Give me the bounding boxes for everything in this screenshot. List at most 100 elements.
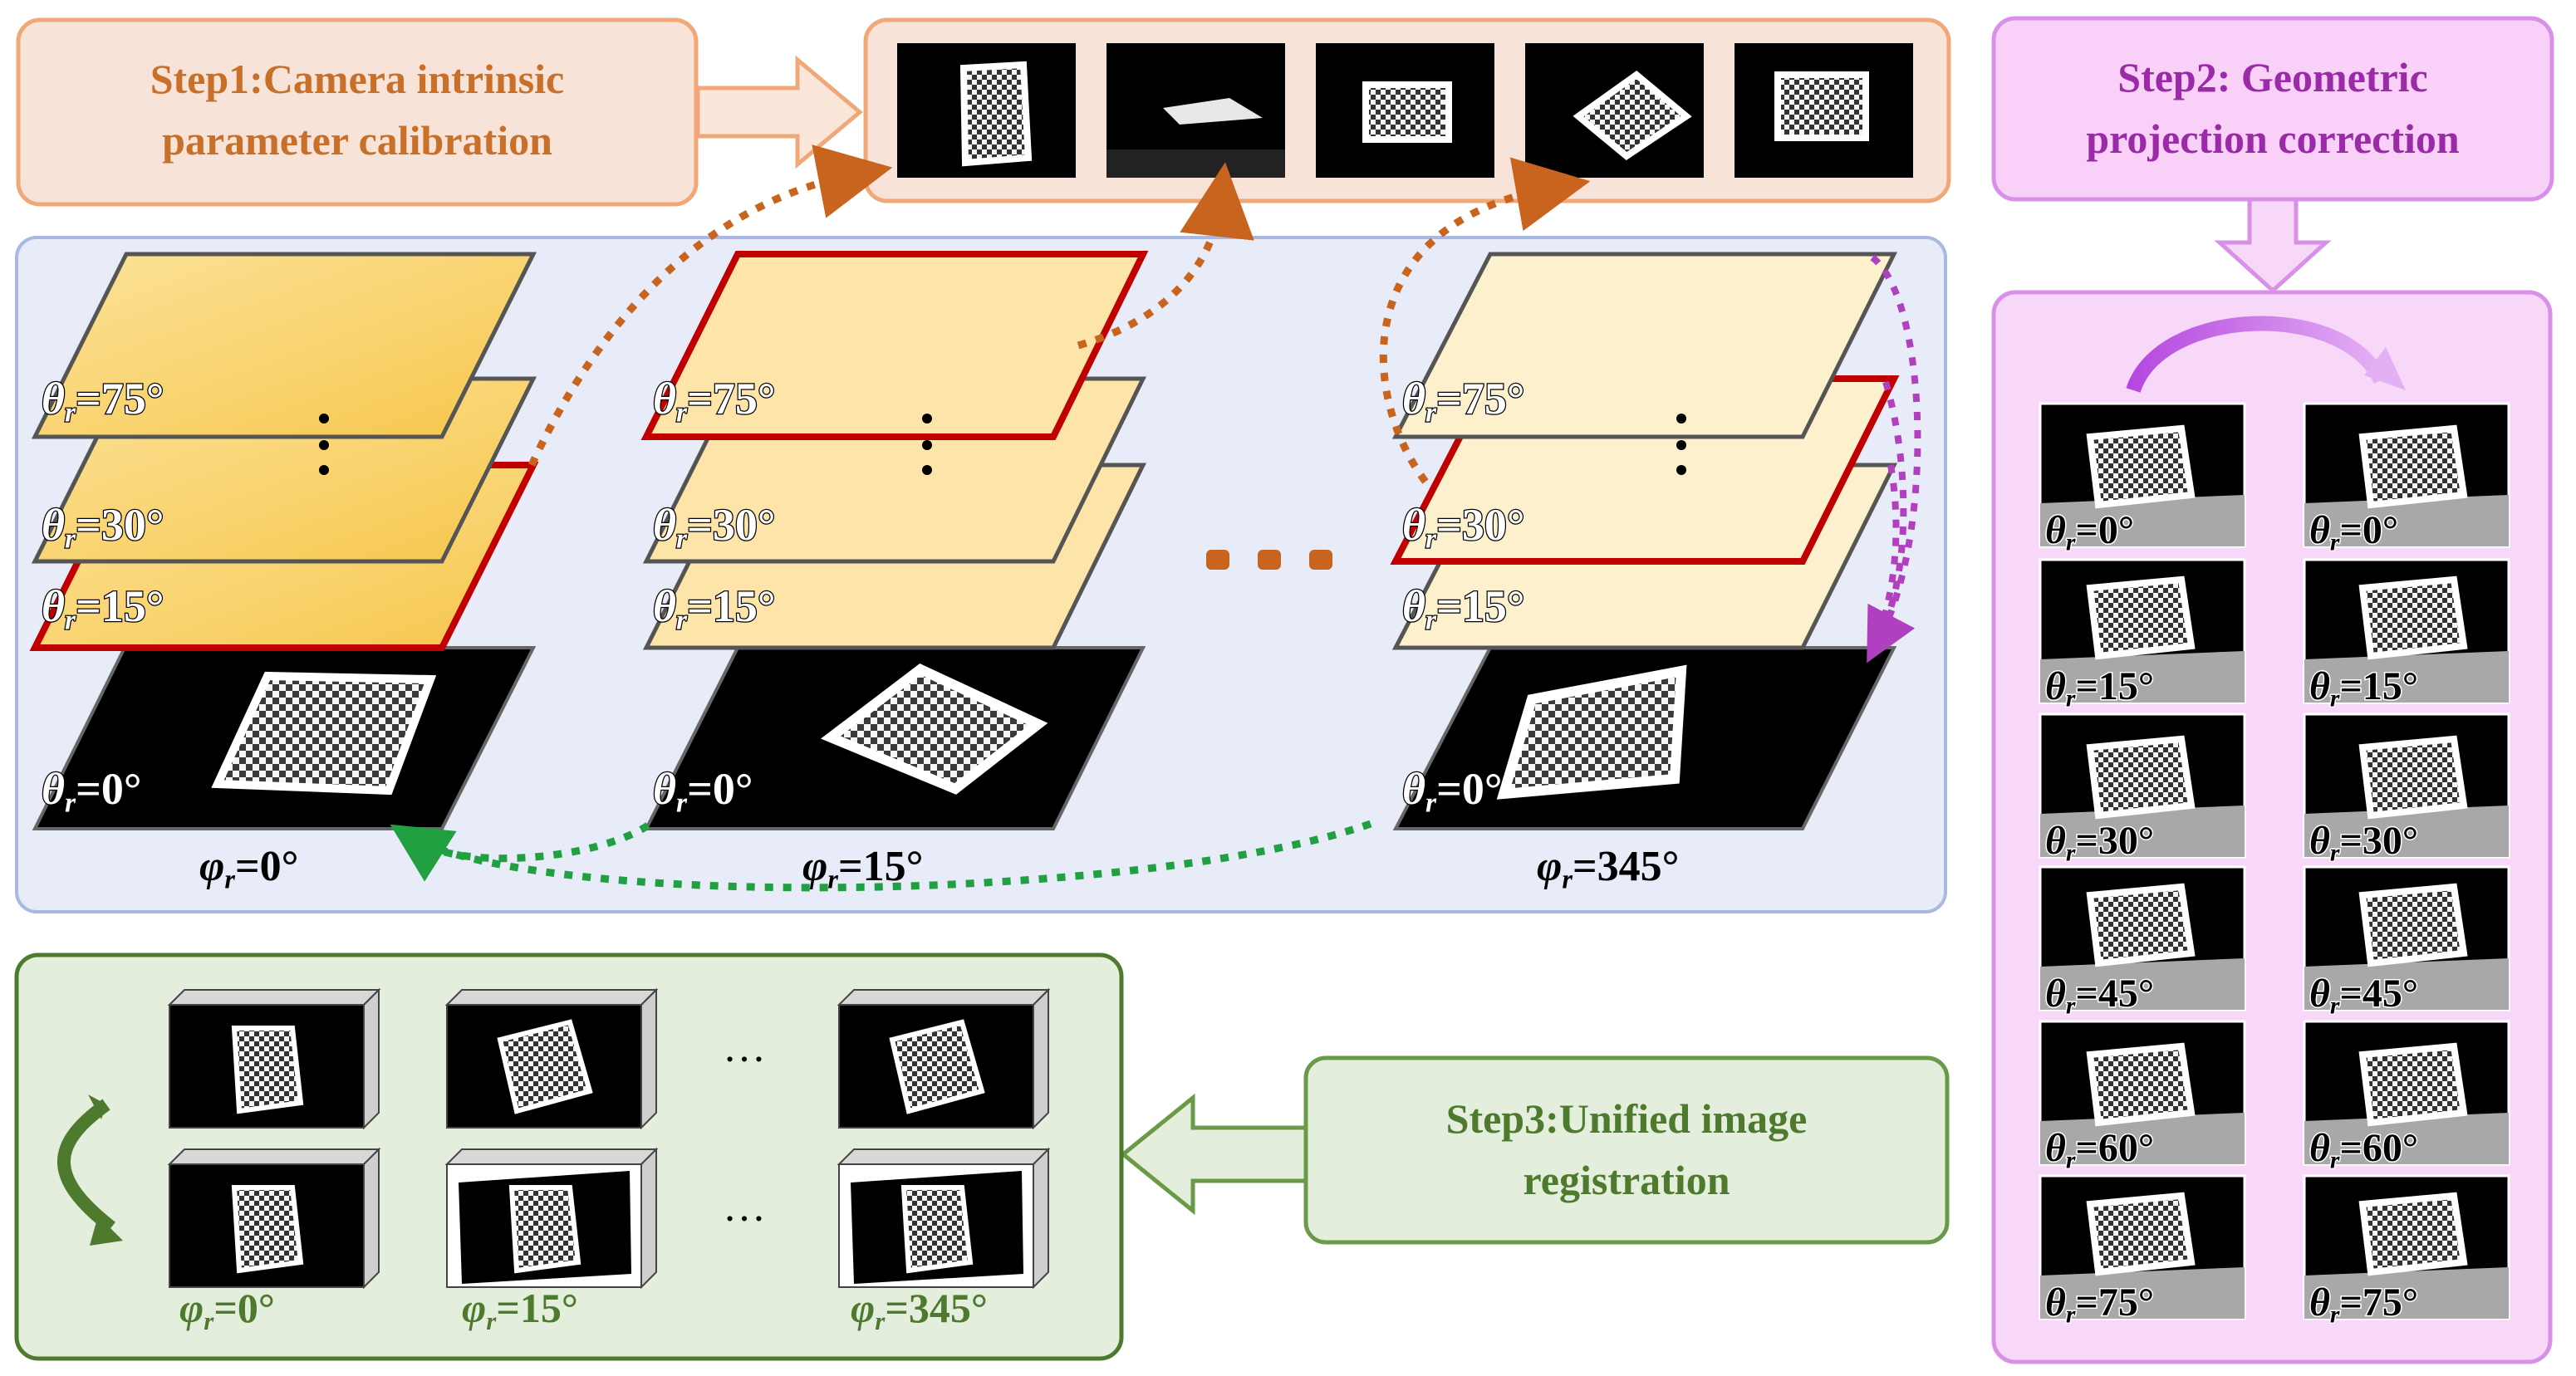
corrected-label-1-4: θr=60° bbox=[2309, 1126, 2418, 1174]
phi-label-0-value: =0° bbox=[235, 843, 298, 890]
corrected-label-0-5-value: =75° bbox=[2076, 1281, 2155, 1325]
corrected-label-0-0-value: =0° bbox=[2076, 508, 2135, 552]
registration-cube-1-2 bbox=[837, 1147, 1051, 1290]
stack-2-layer-1-label-symbol: θ bbox=[1402, 500, 1425, 550]
stack-2-layer-1-label-value: =30° bbox=[1436, 500, 1524, 550]
stack-2-layer-0-label-value: =75° bbox=[1436, 374, 1524, 424]
correction-image-grid: θr=0°θr=0°θr=15°θr=15°θr=30°θr=30°θr=45°… bbox=[2039, 402, 2510, 1329]
stack-2-layer-1-label-subscript: r bbox=[1425, 524, 1437, 555]
corrected-label-0-1-subscript: r bbox=[2066, 685, 2076, 712]
stack-2-layer-2-label: θr=15° bbox=[1402, 581, 1524, 636]
step1-title-line2: parameter calibration bbox=[162, 117, 552, 164]
corrected-label-1-4-symbol: θ bbox=[2309, 1126, 2330, 1170]
corrected-label-1-5-subscript: r bbox=[2330, 1301, 2340, 1329]
stack-1-layer-3-label: θr=0° bbox=[653, 764, 753, 819]
corrected-label-1-0-symbol: θ bbox=[2309, 508, 2330, 552]
corrected-label-1-5: θr=75° bbox=[2309, 1281, 2418, 1329]
step2-box: Step2: Geometric projection correction bbox=[1991, 16, 2554, 202]
corrected-label-0-0: θr=0° bbox=[2045, 508, 2134, 556]
phi-labels: φr=0°φr=15°φr=345° bbox=[199, 843, 1679, 894]
corrected-image-raw-3 bbox=[2039, 865, 2246, 1011]
corrected-label-1-3-subscript: r bbox=[2330, 992, 2340, 1020]
stack-0-layer-1-label-symbol: θ bbox=[42, 500, 65, 550]
stack-phi-15 bbox=[640, 251, 1149, 830]
green-dotted-arrows bbox=[390, 820, 1372, 892]
corrected-label-0-5-symbol: θ bbox=[2045, 1281, 2066, 1325]
stack-2-layer-1-label: θr=30° bbox=[1402, 500, 1524, 555]
corrected-image-fixed-0 bbox=[2303, 402, 2510, 548]
corrected-label-1-1-symbol: θ bbox=[2309, 664, 2330, 708]
step3-title-line1: Step3:Unified image bbox=[1446, 1095, 1808, 1142]
calibration-image-strip bbox=[863, 17, 1951, 203]
corrected-label-1-1: θr=15° bbox=[2309, 664, 2418, 712]
stack-1-layer-1-label-symbol: θ bbox=[653, 500, 676, 550]
corrected-label-0-4-value: =60° bbox=[2076, 1126, 2155, 1170]
registration-phi-label-1-subscript: r bbox=[486, 1306, 497, 1335]
phi-label-1-subscript: r bbox=[827, 864, 838, 894]
registration-cube-1-0 bbox=[167, 1147, 381, 1290]
registration-image-cubes: …… bbox=[167, 987, 1051, 1290]
step1-title-line1: Step1:Camera intrinsic bbox=[150, 56, 565, 102]
stack-2-layer-3-label-value: =0° bbox=[1436, 764, 1502, 814]
corrected-label-1-0: θr=0° bbox=[2309, 508, 2398, 556]
phi-label-2-subscript: r bbox=[1562, 864, 1573, 894]
stack-1-layer-0-label-symbol: θ bbox=[653, 374, 676, 424]
registration-ellipsis-1: … bbox=[723, 1183, 766, 1231]
stack-0-layer-2-label-symbol: θ bbox=[42, 581, 65, 631]
stack-2-layer-0-label-symbol: θ bbox=[1402, 374, 1425, 424]
stack-0-layer-1-label-subscript: r bbox=[65, 524, 76, 555]
corrected-label-1-3-value: =45° bbox=[2340, 972, 2419, 1016]
phi-label-1-symbol: φ bbox=[802, 843, 827, 890]
purple-dotted-arrows bbox=[1867, 254, 1921, 664]
stack-0-layer-3-label-value: =0° bbox=[76, 764, 141, 814]
stack-2-layer-2-label-symbol: θ bbox=[1402, 581, 1425, 631]
stack-2-layer-3-label: θr=0° bbox=[1402, 764, 1502, 819]
phi-label-1: φr=15° bbox=[802, 843, 923, 894]
stack-0-layer-2-label: θr=15° bbox=[42, 581, 164, 636]
stack-1-layer-0-label-subscript: r bbox=[676, 398, 688, 428]
corrected-label-0-1: θr=15° bbox=[2045, 664, 2154, 712]
corrected-label-0-3: θr=45° bbox=[2045, 972, 2154, 1020]
corrected-label-0-1-symbol: θ bbox=[2045, 664, 2066, 708]
registration-cube-0-1 bbox=[444, 987, 659, 1130]
stack-2-layer-3-label-symbol: θ bbox=[1402, 764, 1425, 814]
step1-arrow bbox=[695, 55, 863, 169]
corrected-label-1-2-symbol: θ bbox=[2309, 819, 2330, 863]
corrected-label-0-3-value: =45° bbox=[2076, 972, 2155, 1016]
phi-label-0-subscript: r bbox=[224, 864, 235, 894]
registration-phi-label-1-symbol: φ bbox=[462, 1285, 486, 1331]
stack-phi-345 bbox=[1390, 252, 1900, 830]
stack-1-layer-3-label-symbol: θ bbox=[653, 764, 676, 814]
registration-phi-label-0-symbol: φ bbox=[179, 1285, 204, 1331]
corrected-label-0-3-subscript: r bbox=[2066, 992, 2076, 1020]
stack-0-layer-1-label-value: =30° bbox=[76, 500, 164, 550]
registration-labels: φr=0°φr=15°φr=345° bbox=[179, 1285, 988, 1335]
corrected-label-1-2-value: =30° bbox=[2340, 819, 2419, 863]
stack-2-layer-0-label-subscript: r bbox=[1425, 398, 1437, 428]
phi-label-0: φr=0° bbox=[199, 843, 298, 894]
registration-cube-1-1 bbox=[444, 1147, 659, 1290]
registration-ellipsis-0: … bbox=[723, 1024, 766, 1071]
corrected-label-1-2: θr=30° bbox=[2309, 819, 2418, 867]
stack-0-layer-1-label: θr=30° bbox=[42, 500, 164, 555]
stack-1-layer-2-label-subscript: r bbox=[676, 605, 688, 636]
corrected-image-fixed-1 bbox=[2303, 558, 2510, 704]
registration-phi-label-2-subscript: r bbox=[875, 1306, 886, 1335]
corrected-image-fixed-2 bbox=[2303, 712, 2510, 859]
corrected-label-0-2-subscript: r bbox=[2066, 840, 2076, 867]
stack-1-layer-0-label-value: =75° bbox=[687, 374, 775, 424]
stack-1-layer-2-label-symbol: θ bbox=[653, 581, 676, 631]
step2-title-line2: projection correction bbox=[2086, 115, 2460, 162]
calib-image-3 bbox=[1316, 43, 1494, 178]
corrected-label-0-5: θr=75° bbox=[2045, 1281, 2154, 1329]
corrected-label-1-4-value: =60° bbox=[2340, 1126, 2419, 1170]
registration-cube-0-2 bbox=[837, 987, 1051, 1130]
corrected-label-1-5-symbol: θ bbox=[2309, 1281, 2330, 1325]
corrected-label-0-1-value: =15° bbox=[2076, 664, 2155, 708]
stack-0-layer-2-label-value: =15° bbox=[76, 581, 164, 631]
corrected-label-1-3: θr=45° bbox=[2309, 972, 2418, 1020]
continuation-dots bbox=[1206, 550, 1332, 570]
stack-0-layer-0-label: θr=75° bbox=[42, 374, 164, 428]
stack-0-layer-3-label: θr=0° bbox=[42, 764, 141, 819]
step3-arrow bbox=[1120, 1093, 1308, 1216]
